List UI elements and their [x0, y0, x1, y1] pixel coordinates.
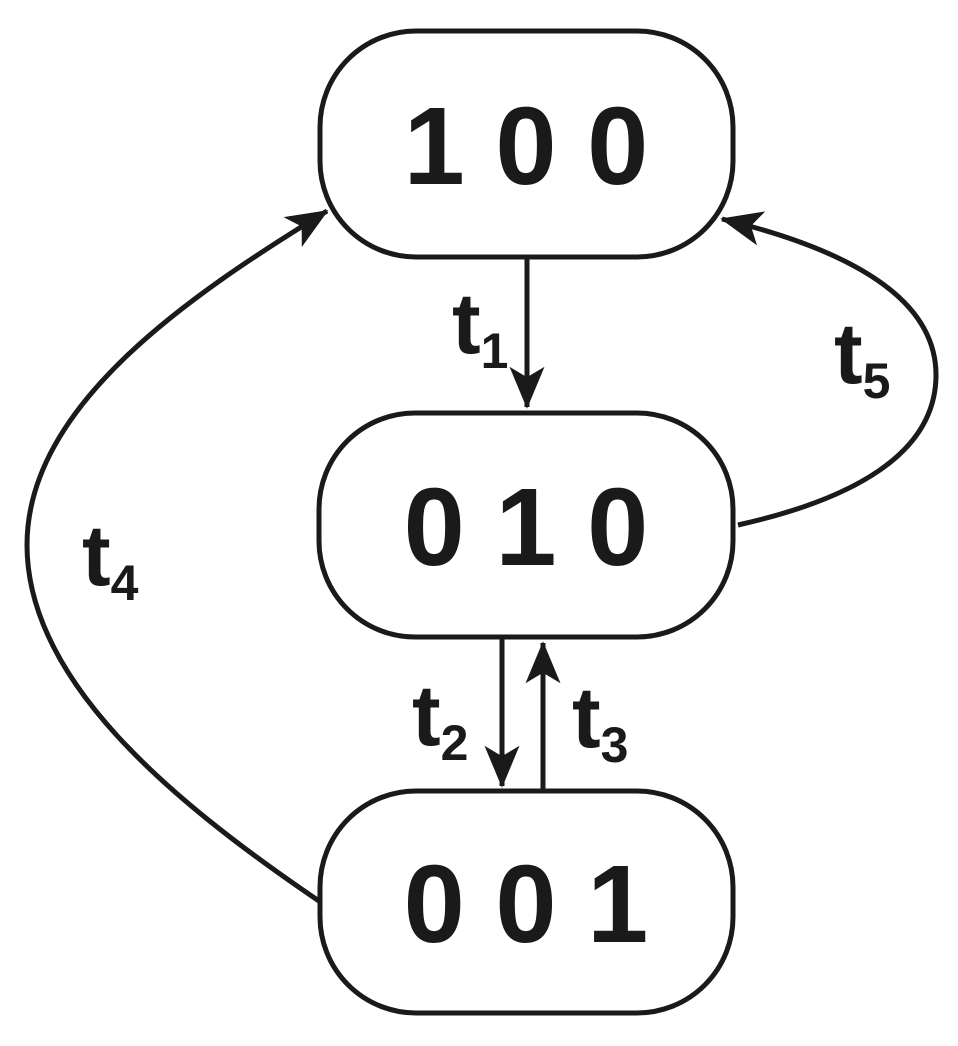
state-010-label: 0 1 0: [404, 466, 649, 589]
transition-t2-sub: 2: [441, 715, 469, 771]
state-100-label: 1 0 0: [404, 85, 649, 208]
transition-t2-label: t2: [412, 668, 468, 771]
state-010-shape: [316, 410, 736, 640]
transition-t3-sub: 3: [601, 717, 629, 773]
transition-t4-arrow: [24, 208, 329, 904]
state-001: 0 0 1: [317, 788, 736, 1016]
transition-t4-sub: 4: [111, 555, 139, 611]
transition-t5-sub: 5: [863, 353, 891, 409]
transition-t3-base: t: [572, 670, 601, 766]
state-001-label: 0 0 1: [404, 843, 649, 966]
transition-t2-base: t: [412, 668, 441, 764]
state-010: 0 1 0: [316, 410, 736, 640]
transition-t1-base: t: [452, 276, 481, 372]
transition-t1-label: t1: [452, 276, 508, 379]
state-100-shape: [317, 28, 736, 260]
state-100: 1 0 0: [317, 28, 736, 260]
transition-t4-base: t: [82, 508, 111, 604]
transition-t1-sub: 1: [481, 323, 509, 379]
transition-t4-label: t4: [82, 508, 139, 611]
state-001-shape: [317, 788, 736, 1016]
transition-t3-label: t3: [572, 670, 628, 773]
transition-edges: [24, 208, 939, 904]
transition-t5-label: t5: [834, 306, 890, 409]
transition-labels: t1 t2 t3 t4 t5: [82, 276, 890, 773]
transition-t5-arrow: [720, 211, 939, 528]
transition-t5-base: t: [834, 306, 863, 402]
